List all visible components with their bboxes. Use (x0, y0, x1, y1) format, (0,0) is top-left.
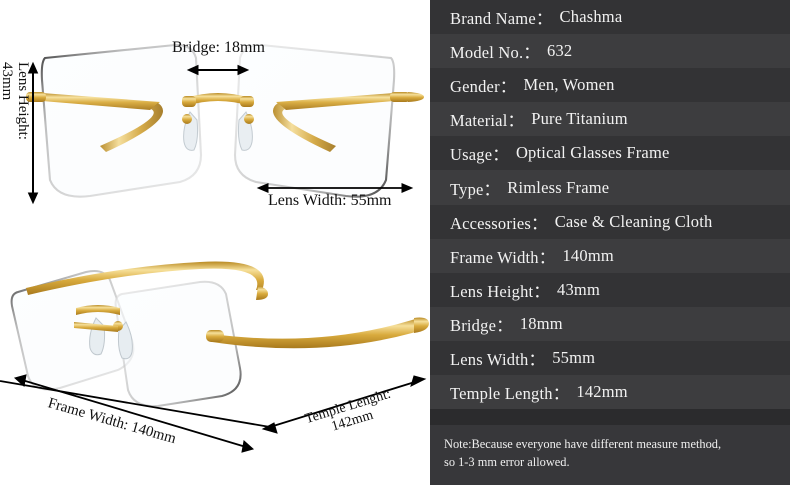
spec-row: Frame Width： 140mm (430, 238, 790, 273)
spec-row: Lens Height： 43mm (430, 272, 790, 307)
measurement-note-line1: Note:Because everyone have different mea… (444, 437, 722, 451)
glasses-diagram-panel: Bridge: 18mm Lens Width: 55mm Lens Heigh… (0, 39, 429, 453)
front-right-pad-arm-joint (244, 114, 254, 124)
angled-bridge-bar (76, 305, 120, 315)
spec-value: Chashma (559, 7, 623, 27)
spec-value: Optical Glasses Frame (515, 143, 670, 163)
spec-value: 632 (547, 41, 573, 61)
front-left-lens (40, 43, 203, 198)
front-left-pad-arm-joint (182, 114, 192, 124)
spec-key: Brand Name： (450, 9, 553, 29)
spec-key: Usage： (450, 145, 509, 165)
lens-width-dimension-arrow (256, 183, 414, 193)
front-left-temple-tip (100, 103, 164, 152)
lens-height-dimension-label: Lens Height: 43mm (0, 62, 31, 202)
spec-row: Accessories： Case & Cleaning Cloth (430, 204, 790, 239)
spec-key: Bridge： (450, 315, 513, 335)
spec-key: Frame Width： (450, 247, 556, 267)
spec-row: Model No.： 632 (430, 34, 790, 69)
spec-key: Temple Length： (450, 384, 570, 404)
angled-far-temple (26, 261, 264, 295)
spec-key: Material： (450, 111, 525, 131)
front-right-lens (233, 43, 396, 198)
spec-value: Rimless Frame (507, 177, 610, 197)
angled-far-temple-tip (256, 286, 268, 300)
front-right-temple-tip (272, 103, 336, 152)
spec-value: 18mm (519, 313, 563, 333)
spec-key: Lens Width： (450, 349, 546, 369)
angled-pad-arm-bar (74, 322, 118, 332)
angled-near-temple-end (414, 317, 429, 333)
lens-width-dimension-label: Lens Width: 55mm (268, 192, 392, 209)
spec-value: 140mm (562, 245, 614, 265)
front-right-hinge-tip (408, 92, 424, 102)
spec-key: Gender： (450, 77, 517, 97)
spec-row: Bridge： 18mm (430, 306, 790, 341)
bridge-dimension-arrow (186, 64, 250, 76)
front-left-hinge (26, 92, 46, 102)
angled-right-nose-pad (117, 321, 133, 360)
spec-row: Temple Length： 142mm (430, 375, 790, 410)
spec-value: 43mm (557, 279, 600, 299)
front-left-temple (42, 93, 160, 110)
spec-row: Brand Name： Chashma (430, 0, 790, 35)
front-bridge-left-mount (182, 96, 196, 107)
front-right-temple (276, 93, 394, 110)
measurement-note: Note:Because everyone have different mea… (430, 425, 790, 485)
bridge-dimension-label: Bridge: 18mm (172, 39, 265, 56)
spec-value: Pure Titanium (531, 109, 628, 129)
spec-key: Accessories： (450, 213, 548, 233)
angled-right-lens (114, 280, 242, 408)
spec-value: 55mm (552, 347, 596, 367)
spec-row: Type： Rimless Frame (430, 170, 790, 205)
measurement-note-line2: so 1-3 mm error allowed. (444, 454, 570, 469)
spec-row: Usage： Optical Glasses Frame (430, 136, 790, 171)
spec-value: Men, Women (523, 75, 615, 95)
spec-key: Lens Height： (450, 281, 551, 301)
spec-key: Type： (450, 179, 501, 199)
front-bridge-right-mount (240, 96, 254, 107)
spec-row: Material： Pure Titanium (430, 102, 790, 137)
temple-length-dimension-arrow (0, 375, 427, 434)
front-right-hinge (390, 92, 410, 102)
angled-near-temple (212, 318, 426, 349)
lens-height-dimension-arrow (27, 61, 39, 205)
lens-height-label-line2: 43mm (0, 62, 16, 101)
spec-value: Case & Cleaning Cloth (554, 211, 713, 231)
spec-value: 142mm (576, 382, 628, 402)
glasses-angled-view-illustration (10, 261, 429, 408)
spec-key: Model No.： (450, 43, 540, 63)
spec-row: Lens Width： 55mm (430, 340, 790, 376)
front-bridge-bar (186, 93, 250, 106)
lens-height-label-line1: Lens Height: (15, 62, 31, 140)
angled-near-hinge (206, 330, 224, 342)
spec-row: Gender： Men, Women (430, 68, 790, 103)
glasses-front-view-illustration (0, 43, 429, 453)
